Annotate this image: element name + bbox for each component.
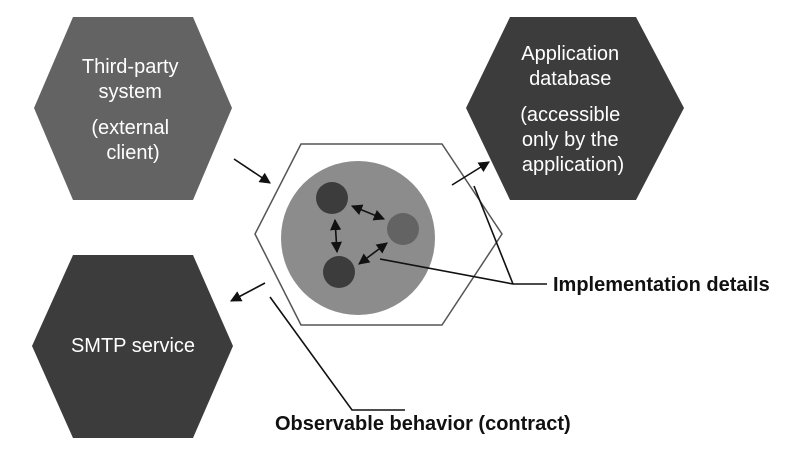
third-party-system-node: Third-party system (external client) bbox=[34, 17, 232, 200]
arrow-app-to-smtp bbox=[230, 282, 266, 302]
internal-arrow bbox=[330, 218, 342, 254]
implementation-leader-line bbox=[473, 185, 514, 285]
observable-behavior-label: Observable behavior (contract) bbox=[275, 413, 571, 435]
arrow-third-party-to-app bbox=[233, 158, 271, 184]
smtp-service-node: SMTP service bbox=[32, 255, 233, 438]
application-core bbox=[254, 143, 503, 326]
internal-component-dot bbox=[316, 182, 348, 214]
smtp-service-label: SMTP service bbox=[71, 335, 195, 357]
internal-component-dot bbox=[323, 256, 355, 288]
internal-arrow bbox=[358, 242, 388, 265]
arrow-app-to-database bbox=[451, 161, 490, 186]
third-party-label: Third-party system (external client) bbox=[82, 56, 184, 164]
application-database-label: Application database (accessible only by… bbox=[520, 43, 626, 176]
internal-arrow bbox=[350, 204, 386, 221]
observable-leader-line bbox=[269, 296, 405, 411]
application-database-node: Application database (accessible only by… bbox=[466, 17, 684, 200]
implementation-details-label: Implementation details bbox=[553, 274, 770, 296]
internal-component-dot bbox=[387, 213, 419, 245]
